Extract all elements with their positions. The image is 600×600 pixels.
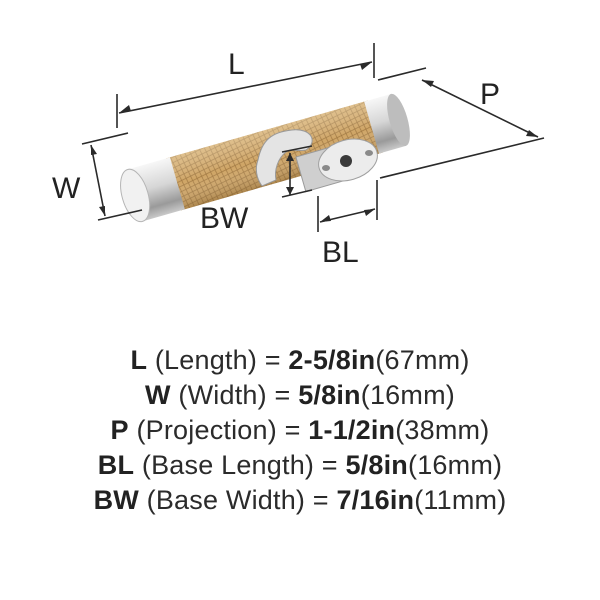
spec-list: L (Length) = 2-5/8in(67mm) W (Width) = 5… — [0, 343, 600, 518]
spec-code: L — [130, 345, 148, 375]
spec-imperial: 2-5/8in — [288, 345, 376, 375]
spec-code: BW — [93, 485, 139, 515]
label-P: P — [480, 78, 500, 111]
spec-code: W — [145, 380, 171, 410]
dimension-diagram: L W P BW BL — [52, 43, 545, 269]
dimension-base-length: BL — [317, 180, 378, 269]
left-end-face — [120, 168, 151, 223]
base-mount — [295, 138, 378, 193]
spec-name: (Projection) = — [128, 415, 309, 445]
spec-code: BL — [97, 450, 135, 480]
spec-imperial: 5/8in — [298, 380, 361, 410]
spec-metric: (11mm) — [414, 485, 507, 515]
spec-row-base-width: BW (Base Width) = 7/16in(11mm) — [0, 483, 600, 518]
screw-hole-icon — [340, 155, 352, 167]
spec-row-projection: P (Projection) = 1-1/2in(38mm) — [0, 413, 600, 448]
spec-imperial: 7/16in — [336, 485, 415, 515]
label-L: L — [228, 48, 245, 81]
spec-metric: (16mm) — [408, 450, 503, 480]
label-BW: BW — [200, 202, 249, 235]
spec-row-length: L (Length) = 2-5/8in(67mm) — [0, 343, 600, 378]
spec-code: P — [110, 415, 129, 445]
spec-row-width: W (Width) = 5/8in(16mm) — [0, 378, 600, 413]
spec-name: (Length) = — [147, 345, 289, 375]
spec-name: (Base Length) = — [134, 450, 346, 480]
spec-row-base-length: BL (Base Length) = 5/8in(16mm) — [0, 448, 600, 483]
dimension-width: W — [52, 132, 143, 221]
label-W: W — [52, 172, 81, 205]
dimension-projection: P — [377, 67, 545, 179]
spec-imperial: 1-1/2in — [308, 415, 396, 445]
spec-metric: (38mm) — [395, 415, 490, 445]
spec-metric: (16mm) — [360, 380, 455, 410]
spec-metric: (67mm) — [375, 345, 470, 375]
dimension-length: L — [116, 43, 375, 128]
right-chrome-cap — [364, 93, 406, 154]
spec-imperial: 5/8in — [345, 450, 408, 480]
spec-name: (Base Width) = — [138, 485, 337, 515]
dimension-base-width: BW — [200, 145, 313, 235]
spec-name: (Width) = — [170, 380, 299, 410]
label-BL: BL — [322, 236, 359, 269]
